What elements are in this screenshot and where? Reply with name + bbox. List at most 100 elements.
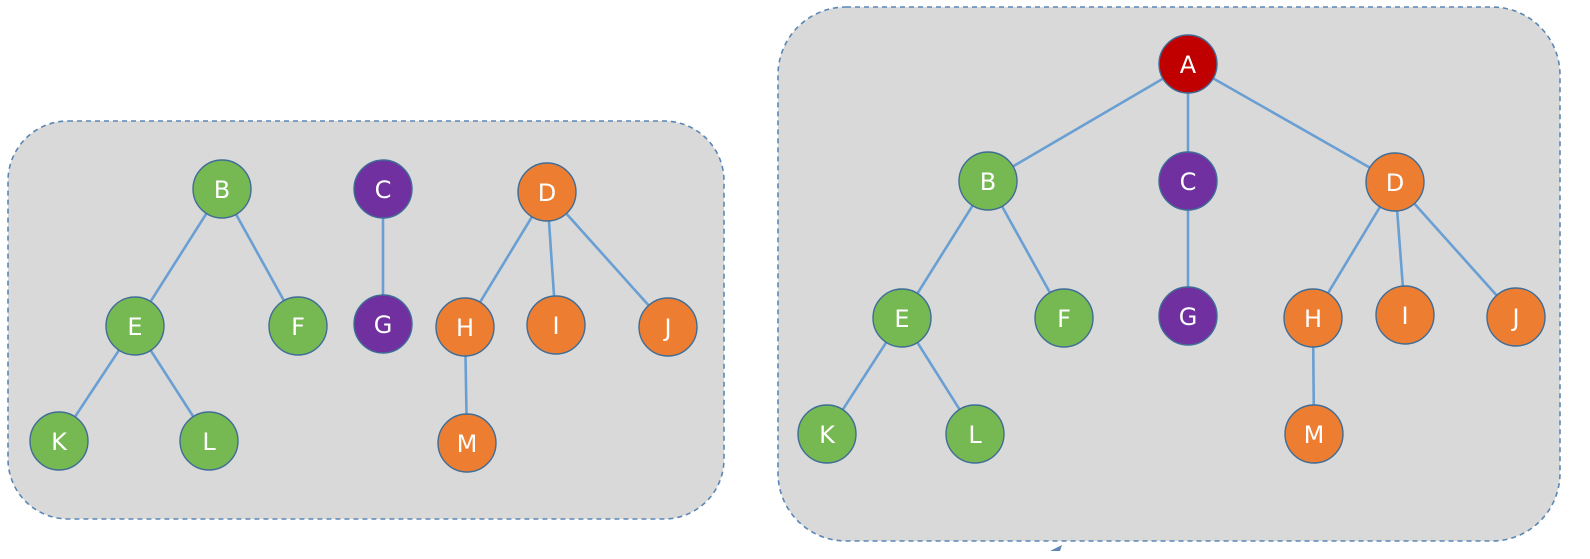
forest-node-label-L: L xyxy=(202,428,216,456)
tree-node-circle-A xyxy=(1158,34,1218,94)
tree-node-circle-D xyxy=(1365,152,1425,212)
forest-node-H: H xyxy=(435,297,495,357)
tree-edges xyxy=(841,77,1498,411)
forest-node-circle-G xyxy=(353,294,413,354)
tree-node-K: K xyxy=(797,404,857,464)
forest-node-J: J xyxy=(638,297,698,357)
forest-node-label-E: E xyxy=(127,313,142,341)
tree-node-G: G xyxy=(1158,286,1218,346)
tree-node-E: E xyxy=(872,288,932,348)
tree-edge-D-I xyxy=(1395,209,1405,288)
tree-edge-B-E xyxy=(916,204,974,295)
tree-node-B: B xyxy=(958,151,1018,211)
forest-node-K: K xyxy=(29,411,89,471)
forest-node-circle-F xyxy=(268,296,328,356)
tree-node-C: C xyxy=(1158,151,1218,211)
forest-nodes: B E F K L C G D H I J M xyxy=(29,159,698,473)
forest-node-label-I: I xyxy=(552,312,559,340)
forest-node-D: D xyxy=(517,162,577,222)
forest-node-circle-H xyxy=(435,297,495,357)
forest-node-F: F xyxy=(268,296,328,356)
forest-node-label-H: H xyxy=(456,314,474,342)
tree-node-circle-G xyxy=(1158,286,1218,346)
tree-node-circle-C xyxy=(1158,151,1218,211)
forest-node-circle-C xyxy=(353,159,413,219)
forest-node-label-D: D xyxy=(538,179,556,207)
forest-edge-E-L xyxy=(149,349,195,418)
forest-edge-D-H xyxy=(478,215,534,304)
forest-node-M: M xyxy=(437,413,497,473)
forest-node-label-G: G xyxy=(374,311,393,339)
tree-node-circle-K xyxy=(797,404,857,464)
forest-node-label-M: M xyxy=(457,430,478,458)
tree-node-label-D: D xyxy=(1386,169,1404,197)
forest-node-C: C xyxy=(353,159,413,219)
tree-edge-A-B xyxy=(1011,77,1165,168)
tree-node-label-E: E xyxy=(894,305,909,333)
tree-edge-H-M xyxy=(1311,345,1316,407)
forest-node-circle-E xyxy=(105,296,165,356)
tree-node-label-G: G xyxy=(1179,303,1198,331)
tree-node-D: D xyxy=(1365,152,1425,212)
forest-node-label-J: J xyxy=(662,314,671,342)
tree-panel-background xyxy=(777,6,1561,542)
tree-node-label-K: K xyxy=(819,421,836,449)
tree-node-M: M xyxy=(1284,404,1344,464)
tree-node-circle-E xyxy=(872,288,932,348)
forest-node-circle-J xyxy=(638,297,698,357)
forest-node-label-F: F xyxy=(291,313,305,341)
forest-edge-H-M xyxy=(464,354,468,416)
tree-node-L: L xyxy=(945,404,1005,464)
tree-edge-D-H xyxy=(1326,205,1382,295)
arrow-tip-fragment xyxy=(1050,545,1062,551)
forest-node-circle-D xyxy=(517,162,577,222)
tree-node-label-M: M xyxy=(1304,421,1325,449)
forest-node-label-K: K xyxy=(51,428,68,456)
forest-panel: B E F K L C G D H I J M xyxy=(7,120,725,520)
forest-node-B: B xyxy=(192,159,252,219)
tree-node-label-I: I xyxy=(1401,302,1408,330)
tree-node-F: F xyxy=(1034,288,1094,348)
tree-node-label-L: L xyxy=(968,421,982,449)
forest-node-label-B: B xyxy=(214,176,230,204)
forest-edge-D-I xyxy=(547,219,556,298)
tree-node-label-C: C xyxy=(1180,168,1197,196)
tree-node-label-B: B xyxy=(980,168,996,196)
tree-panel: A B C D E F G H I J K L M xyxy=(777,6,1561,542)
tree-node-circle-L xyxy=(945,404,1005,464)
tree-node-H: H xyxy=(1283,288,1343,348)
tree-node-circle-B xyxy=(958,151,1018,211)
forest-node-G: G xyxy=(353,294,413,354)
tree-nodes: A B C D E F G H I J K L M xyxy=(797,34,1546,464)
forest-node-circle-I xyxy=(526,295,586,355)
tree-node-circle-I xyxy=(1375,285,1435,345)
forest-edge-D-J xyxy=(565,212,650,307)
tree-node-label-J: J xyxy=(1510,304,1519,332)
tree-node-label-A: A xyxy=(1180,51,1197,79)
tree-node-circle-F xyxy=(1034,288,1094,348)
tree-edge-B-F xyxy=(1000,205,1052,294)
forest-node-circle-M xyxy=(437,413,497,473)
tree-node-A: A xyxy=(1158,34,1218,94)
forest-edges xyxy=(73,212,650,419)
tree-node-circle-M xyxy=(1284,404,1344,464)
forest-node-label-C: C xyxy=(375,176,392,204)
tree-node-label-F: F xyxy=(1057,305,1071,333)
tree-node-circle-H xyxy=(1283,288,1343,348)
tree-node-label-H: H xyxy=(1304,305,1322,333)
forest-node-I: I xyxy=(526,295,586,355)
tree-node-J: J xyxy=(1486,287,1546,347)
tree-node-I: I xyxy=(1375,285,1435,345)
tree-edge-D-J xyxy=(1413,202,1498,297)
forest-node-circle-L xyxy=(179,411,239,471)
forest-node-E: E xyxy=(105,296,165,356)
forest-node-L: L xyxy=(179,411,239,471)
tree-edge-A-D xyxy=(1211,77,1372,169)
tree-edge-E-L xyxy=(916,341,961,411)
forest-edge-B-F xyxy=(234,213,286,302)
forest-node-circle-B xyxy=(192,159,252,219)
forest-edge-E-K xyxy=(73,348,121,419)
tree-edge-E-K xyxy=(841,341,888,411)
tree-node-circle-J xyxy=(1486,287,1546,347)
